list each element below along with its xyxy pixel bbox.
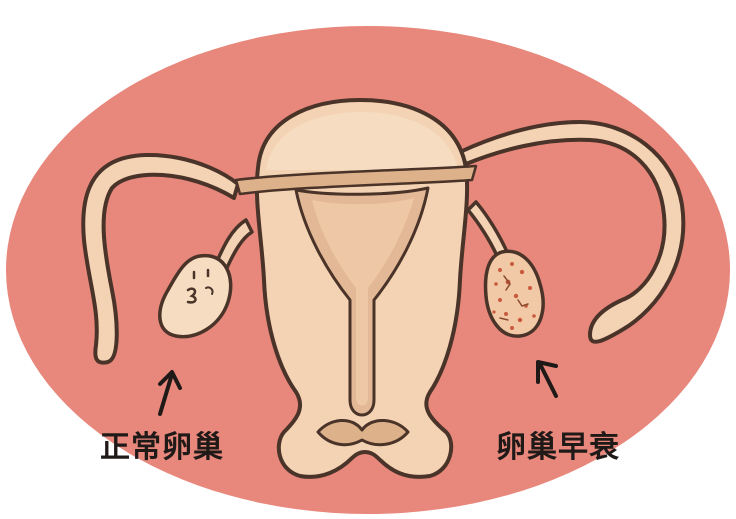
label-normal-ovary: 正常卵巢: [100, 430, 224, 465]
left-fallopian-tube: [81, 153, 240, 365]
uterine-band: [234, 164, 478, 196]
failing-ovary-spots: [492, 262, 536, 330]
uterine-cavity-inner: [312, 198, 414, 406]
failing-ovary: [483, 249, 545, 338]
uterus-fundus: [266, 112, 458, 170]
arrow-normal: [158, 370, 182, 416]
normal-ovary: [158, 253, 233, 339]
cervix: [316, 419, 410, 447]
label-premature-ovarian-failure: 卵巢早衰: [496, 430, 620, 465]
ovary-face-mouth: [186, 287, 197, 304]
ovary-face-cheek: [205, 286, 214, 295]
right-fallopian-tube: [458, 120, 686, 344]
arrow-failing: [536, 360, 558, 398]
failing-ovary-cracks: [499, 275, 529, 321]
